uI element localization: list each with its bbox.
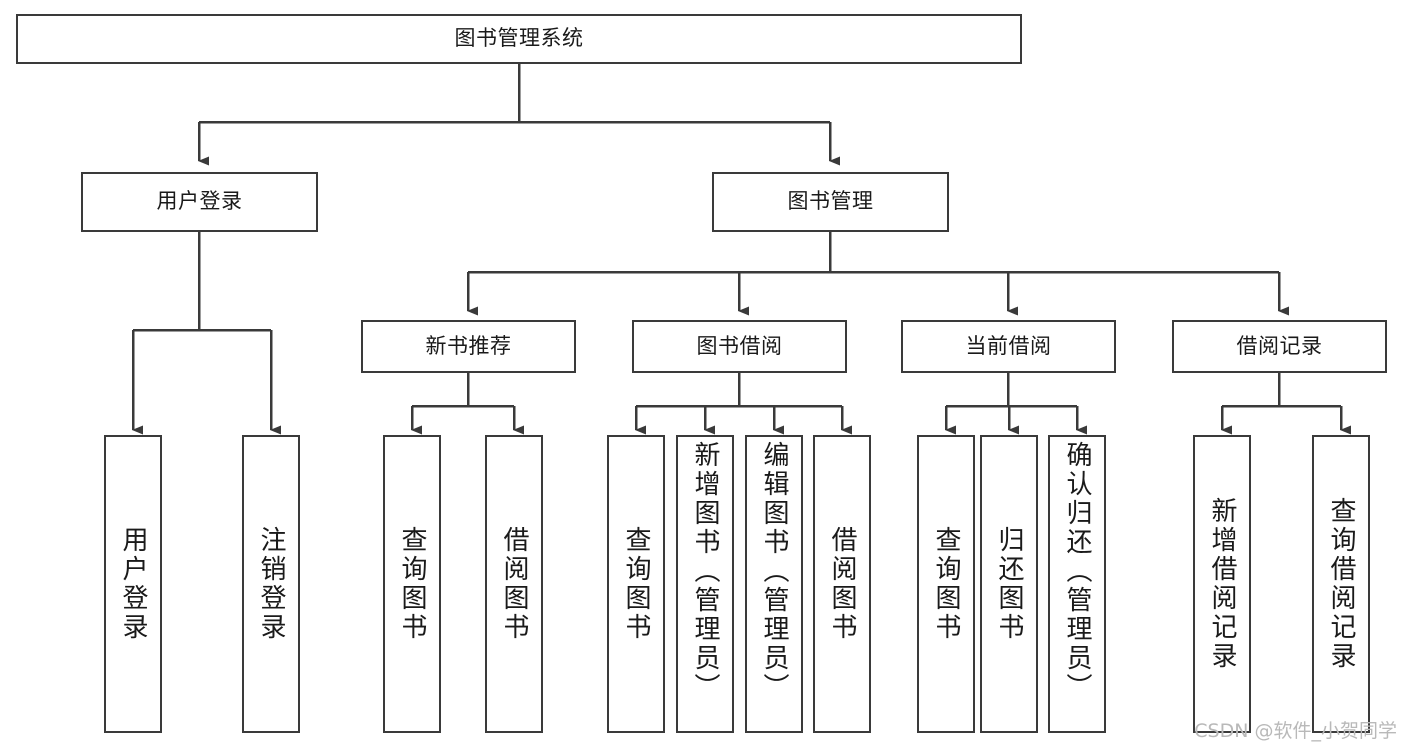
node-leaf-query-book-1[interactable]: 查询图书 [383,435,441,733]
node-leaf-edit-book[interactable]: 编辑图书（管理员） [745,435,803,733]
node-book-borrow-label: 图书借阅 [696,333,783,358]
node-leaf-edit-book-label: 编辑图书（管理员） [759,441,789,702]
node-book-borrow[interactable]: 图书借阅 [632,320,847,373]
node-book-manage-label: 图书管理 [787,189,874,214]
node-leaf-confirm-return-label: 确认归还（管理员） [1062,441,1092,702]
node-leaf-add-record-label: 新增借阅记录 [1207,497,1237,671]
node-leaf-confirm-return[interactable]: 确认归还（管理员） [1048,435,1106,733]
node-leaf-borrow-book-1[interactable]: 借阅图书 [485,435,543,733]
node-user-login-label: 用户登录 [156,189,243,214]
node-leaf-borrow-book-2-label: 借阅图书 [827,526,857,642]
node-borrow-record-label: 借阅记录 [1236,333,1323,358]
node-leaf-add-book-label: 新增图书（管理员） [690,441,720,702]
node-current-borrow-label: 当前借阅 [965,333,1052,358]
node-leaf-query-book-1-label: 查询图书 [397,526,427,642]
node-user-login[interactable]: 用户登录 [81,172,318,232]
node-leaf-logout-label: 注销登录 [256,526,286,642]
node-leaf-return-book[interactable]: 归还图书 [980,435,1038,733]
node-book-manage[interactable]: 图书管理 [712,172,949,232]
node-leaf-borrow-book-1-label: 借阅图书 [499,526,529,642]
node-leaf-user-login-label: 用户登录 [118,526,148,642]
node-root-label: 图书管理系统 [454,26,584,51]
node-leaf-user-login[interactable]: 用户登录 [104,435,162,733]
csdn-watermark: CSDN @软件_小贺同学 [1194,720,1397,742]
node-current-borrow[interactable]: 当前借阅 [901,320,1116,373]
node-leaf-add-record[interactable]: 新增借阅记录 [1193,435,1251,733]
node-leaf-query-book-2[interactable]: 查询图书 [607,435,665,733]
node-new-book-recommend[interactable]: 新书推荐 [361,320,576,373]
node-borrow-record[interactable]: 借阅记录 [1172,320,1387,373]
node-leaf-query-book-3[interactable]: 查询图书 [917,435,975,733]
node-leaf-add-book[interactable]: 新增图书（管理员） [676,435,734,733]
node-leaf-query-record[interactable]: 查询借阅记录 [1312,435,1370,733]
node-leaf-borrow-book-2[interactable]: 借阅图书 [813,435,871,733]
node-leaf-return-book-label: 归还图书 [994,526,1024,642]
node-leaf-logout[interactable]: 注销登录 [242,435,300,733]
node-new-book-recommend-label: 新书推荐 [425,333,512,358]
node-root[interactable]: 图书管理系统 [16,14,1022,64]
node-leaf-query-record-label: 查询借阅记录 [1326,497,1356,671]
node-leaf-query-book-3-label: 查询图书 [931,526,961,642]
node-leaf-query-book-2-label: 查询图书 [621,526,651,642]
